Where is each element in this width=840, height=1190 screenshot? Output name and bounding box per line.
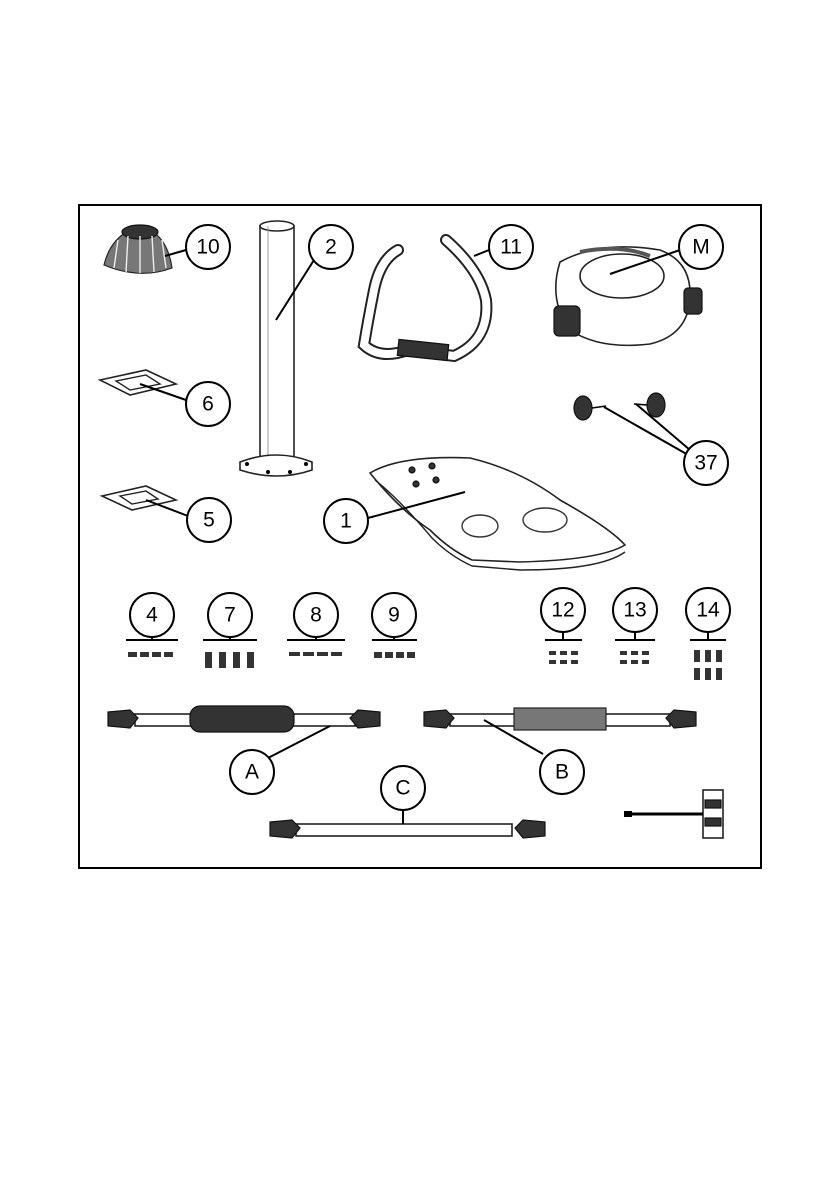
callout-1: 1 [340, 510, 352, 533]
callout-7: 7 [224, 604, 236, 627]
callout-a: A [245, 761, 259, 784]
callout-13: 13 [623, 599, 646, 622]
callout-b: B [555, 761, 569, 784]
callout-4: 4 [146, 604, 158, 627]
callout-6: 6 [202, 393, 214, 416]
callout-9: 9 [388, 604, 400, 627]
callout-12: 12 [551, 599, 574, 622]
callout-37: 37 [694, 452, 717, 475]
callout-14: 14 [696, 599, 720, 622]
callout-m: M [692, 236, 710, 259]
callout-11: 11 [500, 236, 522, 259]
callout-2: 2 [325, 236, 337, 259]
callout-c: C [395, 777, 410, 800]
callout-5: 5 [203, 509, 215, 532]
callout-8: 8 [310, 604, 322, 627]
callout-10: 10 [196, 236, 219, 259]
